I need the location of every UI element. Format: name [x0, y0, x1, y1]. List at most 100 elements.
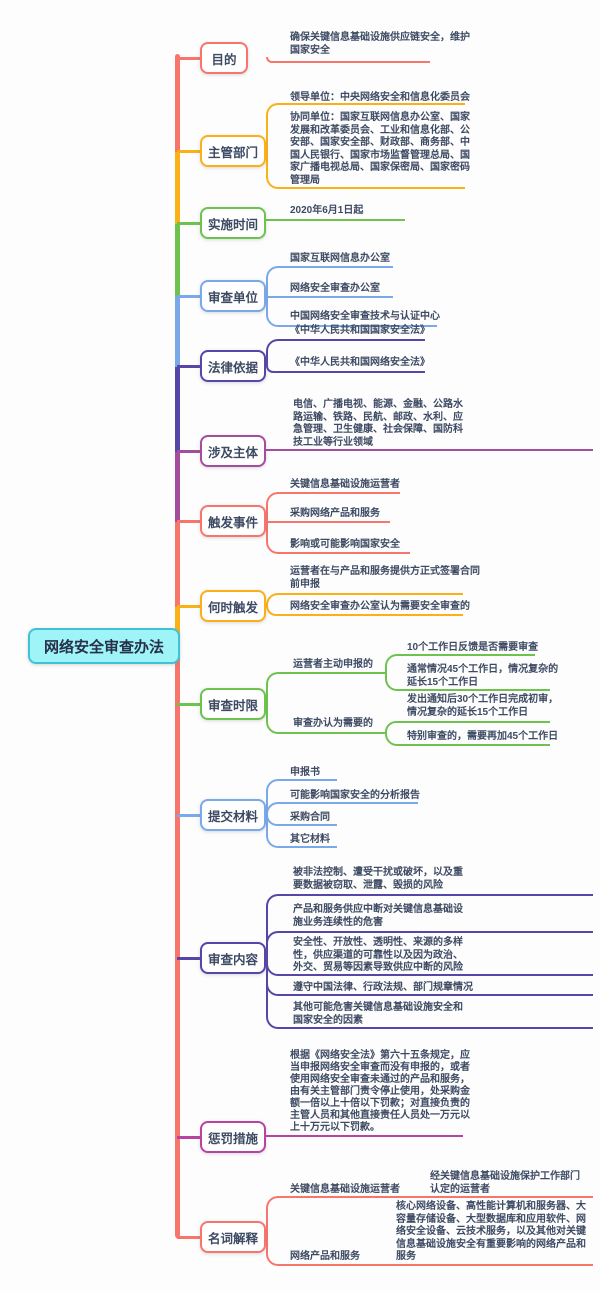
branch-line: [266, 339, 425, 366]
branch-connector: [177, 957, 202, 960]
branch-line: [266, 151, 465, 189]
leaf-text[interactable]: 根据《网络安全法》第六十五条规定，应当申报网络安全审查而没有申报的，或者使用网络…: [290, 1050, 470, 1133]
subtopic-label[interactable]: 审查办认为需要的: [293, 718, 373, 729]
branch-line: [266, 1237, 593, 1266]
leaf-text[interactable]: 被非法控制、遭受干扰或破坏，以及重要数据被窃取、泄露、毁损的风险: [293, 867, 463, 891]
leaf-text[interactable]: 其它材料: [290, 834, 330, 845]
topic-trigger-events[interactable]: 触发事件: [200, 505, 266, 537]
branch-connector: [177, 365, 202, 368]
topic-label: 惩罚措施: [207, 1131, 258, 1146]
topic-label: 提交材料: [207, 809, 258, 824]
leaf-text[interactable]: 遵守中国法律、行政法规、部门规章情况: [293, 982, 473, 993]
branch-line: [266, 802, 418, 815]
topic-definitions[interactable]: 名词解释: [200, 1221, 266, 1253]
topic-materials[interactable]: 提交材料: [200, 799, 266, 831]
branch-connector: [177, 57, 202, 60]
topic-review-units[interactable]: 审查单位: [200, 280, 266, 312]
branch-line: [385, 732, 550, 746]
leaf-text[interactable]: 关键信息基础设施运营者: [290, 479, 400, 490]
topic-legal-basis[interactable]: 法律依据: [200, 350, 266, 382]
leaf-text[interactable]: 经关键信息基础设施保护工作部门认定的运营者: [430, 1171, 580, 1195]
leaf-text[interactable]: 电信、广播电视、能源、金融、公路水路运输、铁路、民航、邮政、水利、应急管理、卫生…: [293, 399, 463, 448]
subtopic-label[interactable]: 运营者主动申报的: [293, 659, 373, 670]
branch-line: [266, 593, 463, 606]
topic-effective-date[interactable]: 实施时间: [200, 207, 266, 239]
leaf-text[interactable]: 其他可能危害关键信息基础设施安全和国家安全的因素: [293, 1002, 463, 1026]
leaf-text[interactable]: 采购网络产品和服务: [290, 508, 380, 519]
subtopic-label[interactable]: 关键信息基础设施运营者: [290, 1184, 400, 1195]
topic-label: 目的: [211, 52, 237, 67]
branch-line: [266, 815, 337, 848]
topic-purpose[interactable]: 目的: [200, 42, 248, 74]
leaf-text[interactable]: 通常情况45个工作日，情况复杂的延长15个工作日: [407, 664, 559, 688]
leaf-text[interactable]: 申报书: [290, 767, 320, 778]
branch-line: [266, 266, 393, 296]
trunk-segment: [175, 367, 180, 452]
topic-label: 法律依据: [207, 360, 258, 375]
branch-line: [266, 704, 385, 734]
topic-label: 触发事件: [207, 515, 258, 530]
topic-when-triggered[interactable]: 何时触发: [200, 590, 266, 622]
trunk-segment: [175, 522, 180, 607]
branch-line: [266, 492, 400, 521]
leaf-text[interactable]: 领导单位：中央网络安全和信息化委员会: [290, 92, 470, 103]
branch-line: [266, 57, 430, 63]
topic-review-timeline[interactable]: 审查时限: [200, 688, 266, 720]
branch-connector: [177, 295, 202, 298]
trunk-segment: [175, 152, 180, 224]
leaf-text[interactable]: 《中华人民共和国网络安全法》: [290, 357, 430, 368]
branch-line: [385, 654, 535, 673]
branch-connector: [177, 1136, 202, 1139]
leaf-text[interactable]: 运营者在与产品和服务提供方正式签署合同前申报: [290, 566, 480, 590]
leaf-text[interactable]: 网络安全审查办公室: [290, 283, 380, 294]
leaf-text[interactable]: 中国网络安全审查技术与认证中心: [290, 311, 440, 322]
leaf-text[interactable]: 可能影响国家安全的分析报告: [290, 790, 420, 801]
topic-label: 审查单位: [207, 290, 258, 305]
branch-line: [266, 1196, 593, 1237]
trunk-segment: [175, 297, 180, 367]
trunk-segment: [175, 607, 180, 646]
branch-line: [266, 366, 425, 373]
branch-connector: [177, 605, 202, 608]
topic-industries[interactable]: 涉及主体: [200, 435, 266, 467]
leaf-text[interactable]: 核心网络设备、高性能计算机和服务器、大容量存储设备、大型数据库和应用软件、网络安…: [396, 1201, 586, 1262]
branch-line: [266, 779, 337, 815]
branch-connector: [177, 150, 202, 153]
leaf-text[interactable]: 发出通知后30个工作日完成初审，情况复杂的延长15个工作日: [407, 694, 559, 718]
leaf-text[interactable]: 网络安全审查办公室认为需要安全审查的: [290, 601, 470, 612]
leaf-text[interactable]: 协同单位：国家互联网信息办公室、国家发展和改革委员会、工业和信息化部、公安部、国…: [290, 112, 470, 186]
branch-connector: [177, 450, 202, 453]
central-topic[interactable]: 网络安全审查办法: [28, 628, 180, 664]
branch-line: [385, 673, 550, 691]
trunk-segment: [175, 54, 180, 152]
branch-connector: [177, 520, 202, 523]
topic-department[interactable]: 主管部门: [200, 135, 266, 167]
trunk-segment: [175, 224, 180, 297]
leaf-text[interactable]: 产品和服务供应中断对关键信息基础设施业务连续性的危害: [293, 904, 463, 928]
leaf-text[interactable]: 10个工作日反馈是否需要审查: [407, 642, 539, 653]
branch-line: [266, 296, 437, 327]
topic-label: 主管部门: [207, 145, 258, 160]
topic-label: 实施时间: [207, 217, 258, 232]
leaf-text[interactable]: 2020年6月1日起: [290, 205, 364, 216]
branch-line: [266, 606, 463, 616]
topic-label: 何时触发: [207, 600, 258, 615]
subtopic-label[interactable]: 网络产品和服务: [290, 1251, 360, 1262]
leaf-text[interactable]: 影响或可能影响国家安全: [290, 539, 400, 550]
branch-line: [266, 219, 405, 221]
topic-review-content[interactable]: 审查内容: [200, 942, 266, 974]
branch-connector: [177, 1236, 202, 1239]
topic-label: 审查时限: [207, 698, 258, 713]
leaf-text[interactable]: 《中华人民共和国国家安全法》: [290, 325, 430, 336]
leaf-text[interactable]: 特别审查的，需要再加45个工作日: [407, 731, 559, 742]
branch-line: [266, 521, 390, 523]
leaf-text[interactable]: 确保关键信息基础设施供应链安全，维护国家安全: [290, 32, 470, 56]
branch-line: [266, 931, 593, 958]
leaf-text[interactable]: 安全性、开放性、透明性、来源的多样性，供应渠道的可靠性以及因为政治、外交、贸易等…: [293, 937, 463, 973]
leaf-text[interactable]: 国家互联网信息办公室: [290, 253, 390, 264]
topic-penalties[interactable]: 惩罚措施: [200, 1121, 266, 1153]
branch-line: [266, 296, 393, 298]
branch-line: [266, 449, 593, 451]
leaf-text[interactable]: 采购合同: [290, 812, 330, 823]
